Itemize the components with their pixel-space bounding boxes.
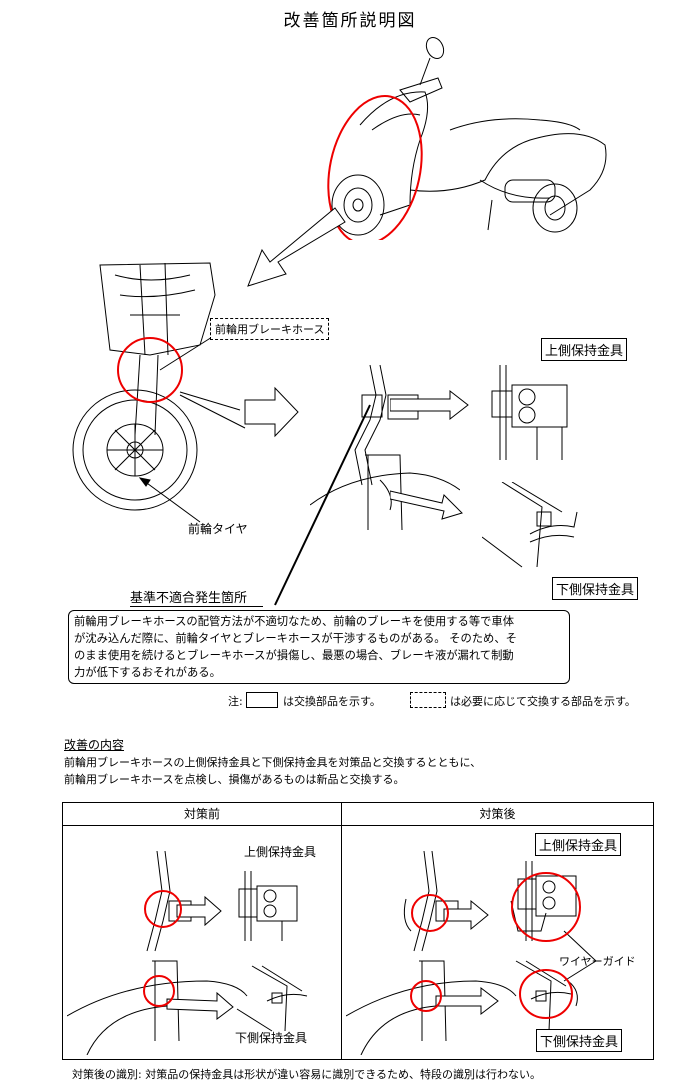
kaizen-line: 前輪用ブレーキホースを点検し、損傷があるものは新品と交換する。 bbox=[64, 773, 405, 786]
note-prefix: 注: bbox=[228, 695, 243, 708]
before-illustration bbox=[67, 831, 337, 1055]
front-brake-hose-label: 前輪用ブレーキホース bbox=[210, 318, 330, 340]
note-solid-text: は交換部品を示す。 bbox=[283, 695, 381, 708]
description-line: のまま使用を続けるとブレーキホースが損傷し、最悪の場合、ブレーキ液が漏れて制動 bbox=[74, 649, 514, 662]
kaizen-line: 前輪用ブレーキホースの上側保持金具と下側保持金具を対策品と交換するとともに、 bbox=[64, 756, 482, 769]
after-illustration bbox=[346, 831, 650, 1055]
lower-bracket-label: 下側保持金具 bbox=[552, 577, 639, 600]
after-lower-label: 下側保持金具 bbox=[536, 1029, 623, 1052]
footer-identification: 対策後の識別: 対策品の保持金具は形状が違い容易に識別できるため、特段の識別は行… bbox=[72, 1068, 541, 1081]
arrow-icon bbox=[240, 200, 360, 300]
defect-leader-line bbox=[270, 400, 380, 610]
description-line: 力が低下するおそれがある。 bbox=[74, 666, 221, 679]
upper-bracket-detail bbox=[482, 365, 582, 460]
after-header: 対策後 bbox=[342, 803, 653, 826]
legend-solid-box bbox=[246, 692, 278, 708]
description-line: が沈み込んだ際に、前輪タイヤとブレーキホースが干渉するものがある。 そのため、そ bbox=[74, 632, 517, 645]
after-upper-label: 上側保持金具 bbox=[535, 833, 622, 856]
description-frame bbox=[68, 610, 570, 684]
before-upper-label: 上側保持金具 bbox=[244, 845, 317, 859]
before-lower-label: 下側保持金具 bbox=[235, 1031, 308, 1045]
leader-lines bbox=[130, 300, 430, 540]
fork-closeup-illustration bbox=[310, 365, 460, 565]
legend-dashed-box bbox=[410, 692, 446, 708]
wire-guide-label: ワイヤーガイド bbox=[559, 955, 636, 968]
front-tire-label: 前輪タイヤ bbox=[188, 522, 248, 536]
table-divider bbox=[341, 803, 342, 1059]
description-text: 前輪用ブレーキホースの配管方法が不適切なため、前輪のブレーキを使用する等で車体 … bbox=[74, 613, 569, 681]
detail-arrows bbox=[390, 385, 480, 525]
note-dashed-text: は必要に応じて交換する部品を示す。 bbox=[450, 695, 636, 708]
before-header: 対策前 bbox=[63, 803, 341, 826]
kaizen-heading: 改善の内容 bbox=[64, 738, 125, 752]
description-line: 前輪用ブレーキホースの配管方法が不適切なため、前輪のブレーキを使用する等で車体 bbox=[74, 615, 515, 628]
scooter-illustration bbox=[320, 30, 620, 240]
upper-bracket-label: 上側保持金具 bbox=[541, 338, 628, 361]
page-title: 改善箇所説明図 bbox=[283, 11, 417, 31]
comparison-table: 対策前 対策後 bbox=[62, 802, 654, 1060]
defect-location-label: 基準不適合発生箇所 bbox=[130, 587, 264, 607]
lower-bracket-detail bbox=[482, 482, 592, 577]
